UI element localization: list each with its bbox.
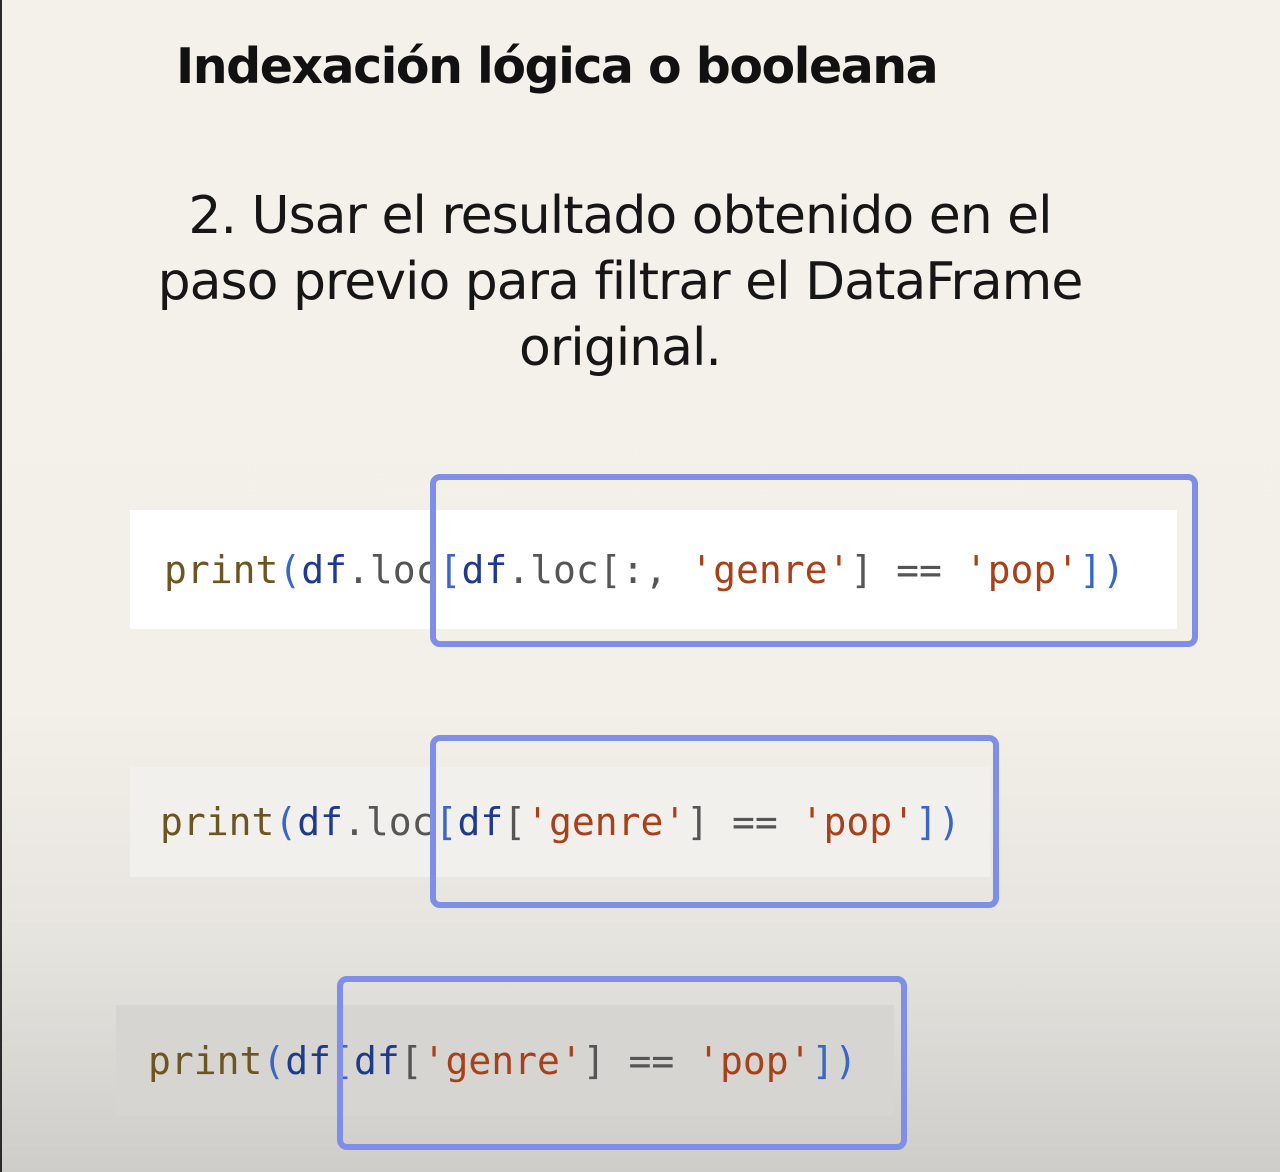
code-token: [ (399, 1038, 423, 1083)
code-token: ]) (1079, 547, 1125, 592)
code-token: print (164, 547, 279, 592)
code-token: df (285, 1038, 332, 1083)
slide-title: Indexación lógica o booleana (176, 38, 939, 95)
code-token: df (457, 800, 504, 844)
code-token: [:, (598, 547, 691, 592)
code-token: .loc (347, 547, 439, 592)
code-token: df (461, 547, 508, 592)
code-token: ] == (850, 547, 965, 592)
step-line: original. (519, 318, 722, 378)
code-token: ( (274, 800, 298, 844)
code-token: ] == (582, 1038, 698, 1083)
code-token: 'pop' (697, 1038, 812, 1083)
code-example-loc-loc: print(df.loc[df.loc[:, 'genre'] == 'pop'… (130, 510, 1177, 629)
code-token: .loc (343, 800, 435, 844)
step-description: 2. Usar el resultado obtenido en el paso… (120, 183, 1120, 381)
code-example-loc-bracket: print(df.loc[df['genre'] == 'pop']) (130, 767, 990, 877)
code-token: 'pop' (964, 547, 1080, 592)
code-token: 'pop' (800, 800, 916, 844)
code-token: [ (331, 1038, 354, 1083)
code-token: ]) (811, 1038, 858, 1083)
window-edge (0, 0, 2, 1172)
code-token: 'genre' (526, 800, 687, 844)
code-token: df (301, 547, 348, 592)
code-token: 'genre' (422, 1038, 583, 1083)
code-token: [ (434, 800, 458, 844)
code-token: 'genre' (690, 547, 851, 592)
code-token: print (148, 1038, 263, 1083)
code-token: ( (262, 1038, 286, 1083)
code-token: df (297, 800, 344, 844)
code-token: print (160, 800, 275, 844)
code-token: df (353, 1038, 400, 1083)
step-line: paso previo para filtrar el DataFrame (157, 252, 1084, 312)
code-example-bracket: print(df[df['genre'] == 'pop']) (116, 1005, 894, 1116)
code-token: ( (278, 547, 302, 592)
code-token: [ (503, 800, 527, 844)
code-token: ]) (915, 800, 961, 844)
code-token: [ (438, 547, 462, 592)
code-token: ] == (686, 800, 801, 844)
code-token: .loc (507, 547, 599, 592)
step-line: 2. Usar el resultado obtenido en el (188, 186, 1052, 246)
